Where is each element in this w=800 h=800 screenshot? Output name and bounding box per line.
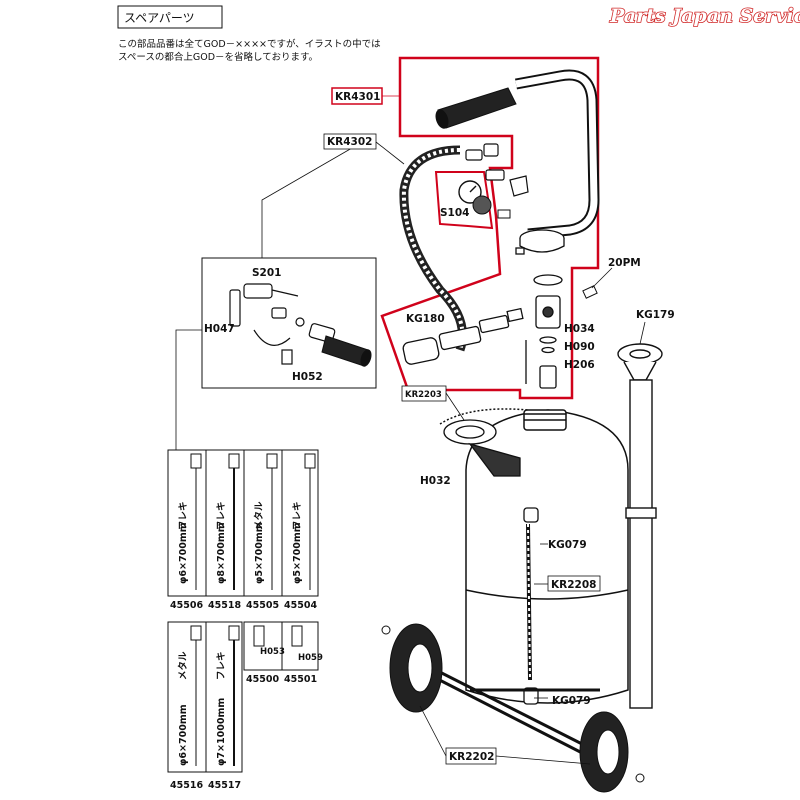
section-title-box — [117, 5, 223, 29]
gauge-icon — [458, 180, 511, 219]
leader-s201-catalog — [175, 329, 202, 450]
tube2-spec: φ8×700mm — [216, 522, 227, 584]
valve-body — [525, 274, 563, 389]
tube4-kind: フレキ — [292, 501, 303, 530]
label-h090: H090 — [564, 341, 595, 353]
label-kr2208: KR2208 — [551, 579, 596, 591]
label-h034: H034 — [564, 323, 595, 335]
tube1-number: 45506 — [170, 600, 203, 611]
level-tube — [523, 507, 539, 705]
brand-logo: Parts Japan Service — [609, 5, 800, 27]
tube8-number: 45501 — [284, 674, 317, 685]
label-20pm: 20PM — [608, 257, 641, 269]
label-h047: H047 — [204, 323, 235, 335]
tube2-number: 45518 — [208, 600, 241, 611]
label-h052: H052 — [292, 371, 323, 383]
tube6-kind: フレキ — [216, 651, 227, 680]
section-title: スペアパーツ — [124, 11, 195, 25]
tube7-sub: H053 — [260, 647, 285, 657]
handle-pipe — [515, 69, 600, 240]
label-kg079-lower: KG079 — [552, 695, 591, 707]
tube7-number: 45500 — [246, 674, 279, 685]
wheel-washer-left — [381, 625, 391, 635]
tube3-kind: メタル — [253, 501, 265, 530]
label-h032: H032 — [420, 475, 451, 487]
wheel-right-icon — [579, 711, 629, 793]
label-kr2202: KR2202 — [449, 751, 494, 763]
cap-icon — [443, 419, 521, 477]
label-kg179: KG179 — [636, 309, 675, 321]
label-kr4302: KR4302 — [327, 136, 372, 148]
label-kg180: KG180 — [406, 313, 445, 325]
tube5-spec: φ6×700mm — [178, 704, 189, 766]
label-kr4301: KR4301 — [335, 91, 380, 103]
tube1-spec: φ6×700mm — [178, 522, 189, 584]
tube4-number: 45504 — [284, 600, 317, 611]
tank — [465, 409, 629, 704]
pipe-collar — [515, 229, 565, 255]
s201-parts — [229, 283, 336, 365]
tube6-number: 45517 — [208, 780, 241, 791]
label-h206: H206 — [564, 359, 595, 371]
tube2-kind: フレキ — [216, 501, 227, 530]
label-s201: S201 — [252, 267, 281, 279]
grip-handle — [435, 87, 517, 129]
label-kr2203: KR2203 — [405, 390, 442, 400]
connectors — [465, 143, 529, 197]
part-labels — [323, 87, 646, 765]
s201-box — [201, 257, 377, 389]
highlight-outline — [380, 56, 600, 400]
s201-grip-icon — [321, 335, 372, 367]
tube4-spec: φ5×700mm — [292, 522, 303, 584]
wheel-left-icon — [389, 623, 443, 713]
drain-tube — [617, 343, 663, 709]
nozzle-assembly — [402, 307, 524, 365]
gauge-outline — [434, 171, 494, 230]
wheel-washer-right — [635, 773, 645, 783]
tube-drawings — [190, 453, 316, 766]
tube5-kind: メタル — [177, 651, 189, 680]
tube6-spec: φ7×1000mm — [216, 698, 227, 766]
note-line-1: この部品品番は全てGOD－××××ですが、イラストの中では — [118, 38, 381, 50]
pm20-bolt — [582, 285, 598, 299]
label-kg079-upper: KG079 — [548, 539, 587, 551]
tube1-kind: フレキ — [178, 501, 189, 530]
tube3-spec: φ5×700mm — [254, 522, 265, 584]
tube5-number: 45516 — [170, 780, 203, 791]
cart-frame — [415, 658, 600, 760]
tube-catalog — [167, 449, 319, 773]
note-line-2: スペースの都合上GOD－を省略しております。 — [118, 51, 318, 63]
label-s104: S104 — [440, 207, 469, 219]
label-kr2208-box — [547, 575, 601, 592]
tube3-number: 45505 — [246, 600, 279, 611]
leader-kr4302-s201 — [261, 147, 353, 258]
tube8-sub: H059 — [298, 653, 323, 663]
